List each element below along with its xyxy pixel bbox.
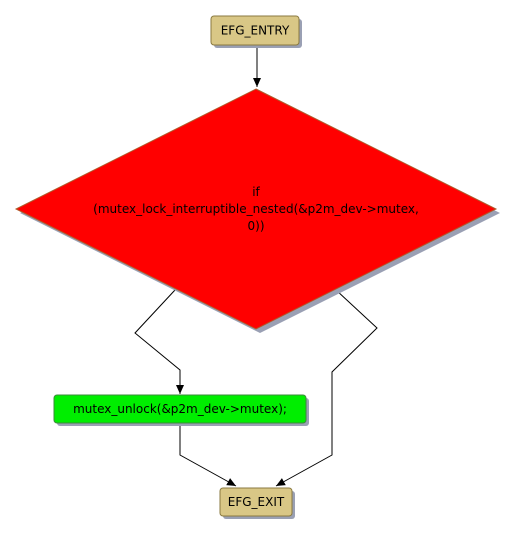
exit-node: EFG_EXIT [219, 487, 295, 519]
decision-node-label-line3: 0)) [248, 219, 265, 233]
exit-node-label: EFG_EXIT [228, 495, 285, 509]
entry-node-box [210, 15, 300, 46]
entry-node-label: EFG_ENTRY [221, 24, 290, 38]
edges [134, 46, 378, 487]
action-node-label: mutex_unlock(&p2m_dev->mutex); [73, 402, 287, 416]
decision-node-label-line2: (mutex_lock_interruptible_nested(&p2m_de… [93, 202, 419, 216]
action-node: mutex_unlock(&p2m_dev->mutex); [53, 394, 309, 426]
decision-node: if (mutex_lock_interruptible_nested(&p2m… [14, 88, 500, 333]
edge-action-to-exit [179, 425, 237, 487]
entry-node: EFG_ENTRY [210, 15, 302, 48]
action-node-box [53, 394, 307, 424]
decision-node-label-line1: if [252, 185, 260, 199]
exit-node-box [219, 487, 293, 517]
edge-decision-to-action [134, 289, 184, 394]
edge-decision-to-exit [275, 289, 378, 487]
decision-node-diamond [14, 88, 498, 330]
